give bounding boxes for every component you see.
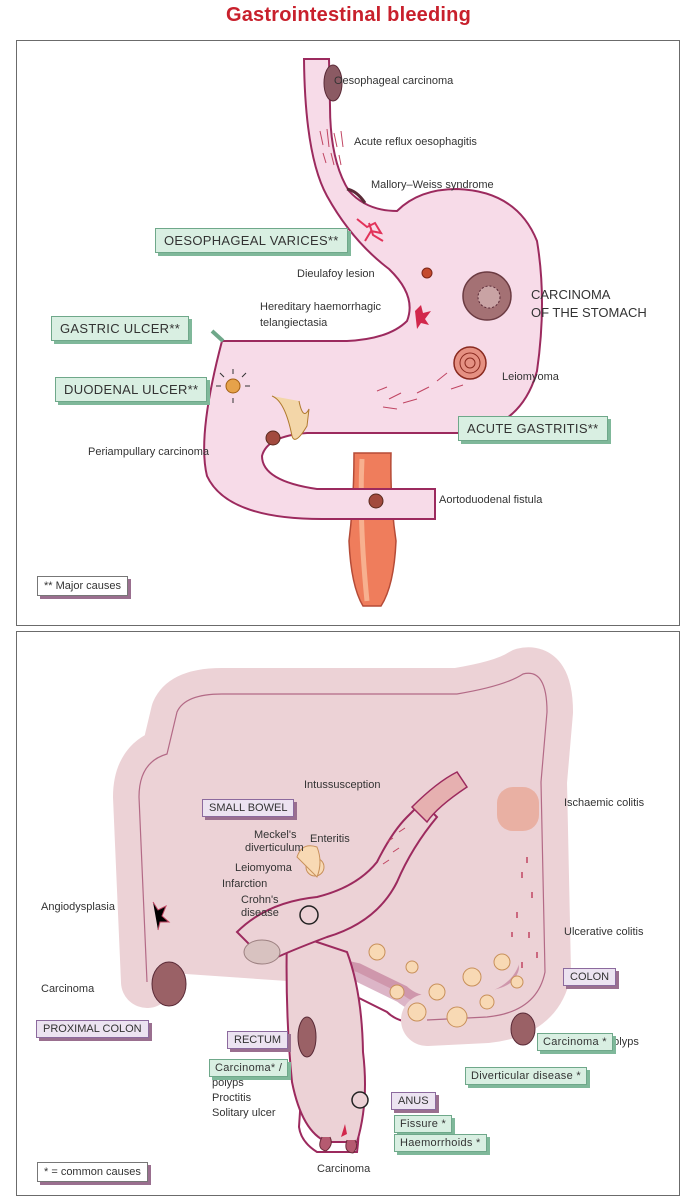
label-oesophageal-carcinoma: Oesophageal carcinoma (334, 75, 454, 87)
label-polyps-rectum: polyps (212, 1077, 244, 1089)
label-carcinoma-stomach-1: CARCINOMA (531, 287, 611, 302)
page-title: Gastrointestinal bleeding (225, 4, 472, 26)
label-carcinoma-bottom: Carcinoma (317, 1163, 371, 1175)
label-periampullary: Periampullary carcinoma (88, 446, 210, 458)
box-small-bowel: SMALL BOWEL (202, 799, 295, 817)
label-ischaemic-colitis: Ischaemic colitis (564, 797, 645, 809)
label-infarction: Infarction (222, 878, 268, 890)
lower-gi-panel: Intussusception Meckel's diverticulum En… (16, 631, 680, 1196)
note-major-causes: ** Major causes (37, 576, 129, 596)
label-meckels-2: diverticulum (245, 842, 304, 854)
box-oesophageal-varices: OESOPHAGEAL VARICES** (155, 228, 348, 253)
label-solitary-ulcer: Solitary ulcer (212, 1107, 276, 1119)
box-carcinoma-colon: Carcinoma * (537, 1033, 613, 1051)
label-carcinoma-left: Carcinoma (41, 983, 95, 995)
box-proximal-colon: PROXIMAL COLON (36, 1020, 149, 1038)
duodenal-ulcer-mark (225, 378, 241, 394)
diverticula-marks (305, 857, 524, 1028)
hht-mark (415, 305, 431, 329)
label-meckels-1: Meckel's (254, 829, 297, 841)
ischaemic-patch (497, 787, 539, 831)
label-ulcerative-colitis: Ulcerative colitis (564, 926, 644, 938)
box-anus: ANUS (391, 1092, 436, 1110)
upper-gi-illustration (203, 58, 543, 607)
periampullary-mark (265, 430, 281, 446)
label-aortoduodenal: Aortoduodenal fistula (439, 494, 543, 506)
label-mallory-weiss: Mallory–Weiss syndrome (371, 179, 494, 191)
varices-mark (356, 218, 384, 242)
label-hht-1: Hereditary haemorrhagic (260, 301, 382, 313)
box-diverticular-disease: Diverticular disease * (465, 1067, 587, 1085)
angiodysplasia-mark (152, 901, 171, 931)
box-colon: COLON (563, 968, 617, 986)
label-angiodysplasia: Angiodysplasia (41, 901, 115, 913)
label-intussusception: Intussusception (304, 779, 381, 791)
box-haemorrhoids: Haemorrhoids * (394, 1134, 487, 1152)
note-common-causes: * = common causes (37, 1162, 148, 1182)
lower-gi-illustration (113, 647, 573, 1154)
label-crohns-1: Crohn's (241, 894, 279, 906)
box-rectum: RECTUM (227, 1031, 289, 1049)
aorta-shape (348, 452, 397, 607)
rectum-shape (285, 930, 366, 1143)
box-gastric-ulcer: GASTRIC ULCER** (51, 316, 190, 341)
box-fissure: Fissure * (394, 1115, 453, 1133)
label-carcinoma-stomach-2: OF THE STOMACH (531, 305, 647, 320)
aortoduodenal-mark (368, 493, 384, 509)
oesophageal-carcinoma-mark (323, 64, 343, 102)
label-acute-reflux: Acute reflux oesophagitis (354, 136, 477, 148)
box-acute-gastritis: ACUTE GASTRITIS** (458, 416, 608, 441)
label-proctitis: Proctitis (212, 1092, 252, 1104)
box-duodenal-ulcer: DUODENAL ULCER** (55, 377, 208, 402)
label-leiomyoma: Leiomyoma (235, 862, 292, 874)
label-leiomyoma: Leiomyoma (502, 371, 559, 383)
dieulafoy-mark (421, 267, 433, 279)
box-carcinoma-rectum: Carcinoma* / (209, 1059, 289, 1077)
upper-gi-panel: Oesophageal carcinoma Acute reflux oesop… (16, 40, 680, 626)
label-crohns-2: disease (241, 907, 279, 919)
leiomyoma-mark (453, 346, 487, 380)
label-enteritis: Enteritis (310, 833, 350, 845)
carcinoma-proximal-mark (151, 961, 187, 1007)
label-dieulafoy: Dieulafoy lesion (297, 268, 375, 280)
small-bowel-shape (235, 800, 439, 964)
label-hht-2: telangiectasia (260, 317, 328, 329)
